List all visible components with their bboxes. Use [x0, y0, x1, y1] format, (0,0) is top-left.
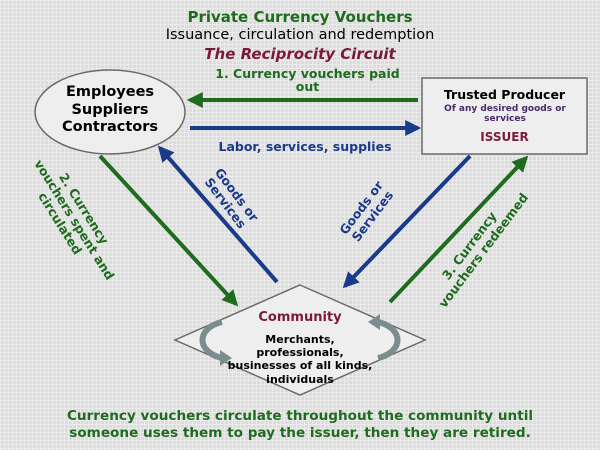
- circular-arrow-right-icon: [377, 319, 401, 361]
- producer-subtitle: Of any desired goods or services: [425, 104, 585, 125]
- community-desc-line: Merchants, professionals,: [256, 333, 344, 360]
- community-desc-line: individuals: [266, 372, 334, 386]
- employees-node: [34, 69, 186, 155]
- page-title: Private Currency Vouchers: [187, 8, 413, 26]
- paid-out-line: 1. Currency vouchers paid: [215, 66, 400, 81]
- contractors-line: Contractors: [61, 119, 159, 136]
- circular-arrow-left-icon-head: [220, 350, 232, 366]
- circular-arrow-left-icon: [199, 319, 223, 361]
- paid-out-line: out: [295, 78, 320, 94]
- labor-label: Labor, services, supplies: [218, 139, 392, 154]
- arrow-spent: [98, 154, 239, 307]
- footer-line: Currency vouchers circulate throughout t…: [66, 408, 534, 424]
- producer-node: [421, 77, 588, 155]
- arrow-goods-left: [157, 145, 279, 284]
- employees-line: Employees: [65, 84, 155, 100]
- producer-title: Trusted Producer: [443, 87, 566, 102]
- circuit-title: The Reciprocity Circuit: [204, 45, 396, 63]
- suppliers-line: Suppliers: [71, 101, 149, 118]
- employees-label: Employees Suppliers Contractors: [35, 84, 185, 137]
- footer-caption: Currency vouchers circulate throughout t…: [0, 408, 600, 442]
- community-description: Merchants, professionals, businesses of …: [222, 333, 378, 386]
- producer-subtitle-line: services: [484, 113, 526, 124]
- arrow-goods-right: [342, 154, 472, 289]
- paid-out-label: 1. Currency vouchers paid out: [200, 66, 415, 94]
- page-subtitle: Issuance, circulation and redemption: [165, 27, 435, 43]
- circular-arrow-right-icon-head: [368, 314, 380, 330]
- footer-line: someone uses them to pay the issuer, the…: [69, 424, 531, 441]
- producer-subtitle-line: Of any desired goods or: [444, 104, 566, 114]
- issuer-label: ISSUER: [480, 130, 529, 144]
- community-title: Community: [258, 310, 342, 325]
- community-desc-line: businesses of all kinds,: [227, 359, 373, 373]
- arrow-redeemed: [388, 155, 529, 304]
